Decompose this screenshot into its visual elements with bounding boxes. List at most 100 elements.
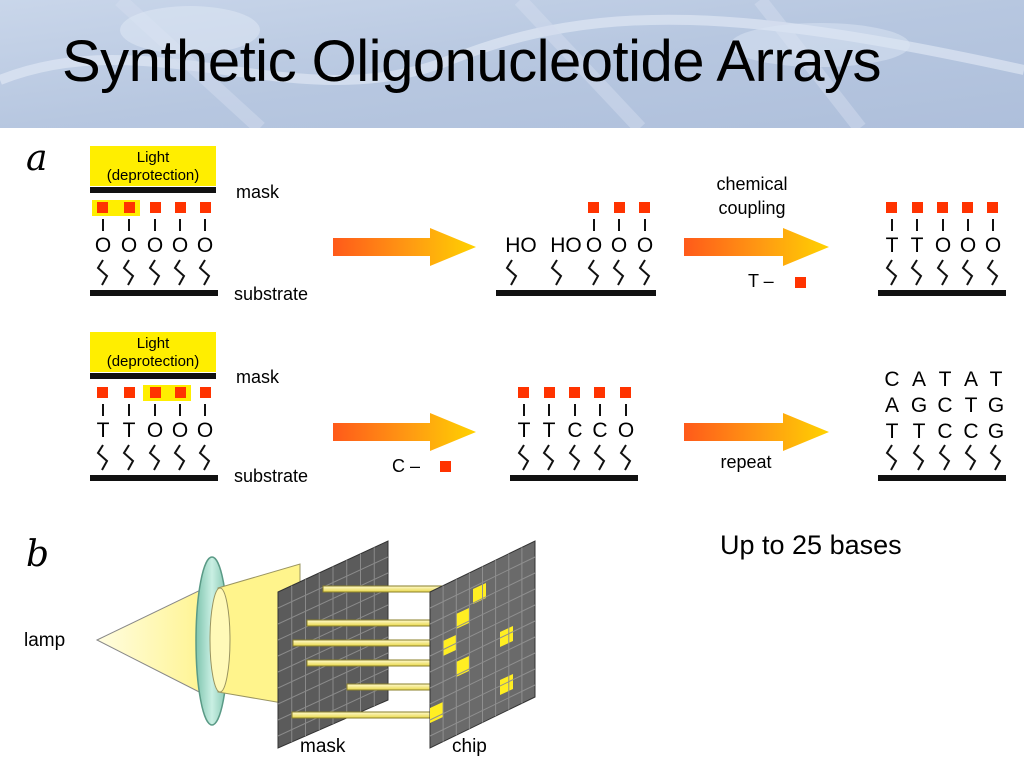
protecting-groups bbox=[97, 387, 211, 398]
linker-squiggles bbox=[505, 259, 651, 286]
chip-label: chip bbox=[452, 736, 487, 757]
lamp-apparatus: lamp bbox=[24, 556, 301, 726]
reagent-t-group bbox=[795, 277, 806, 288]
svg-text:T: T bbox=[518, 419, 531, 442]
coupling-label-line1: chemical bbox=[716, 174, 787, 194]
substrate-label: substrate bbox=[234, 466, 308, 486]
svg-text:A: A bbox=[912, 368, 926, 391]
protecting-groups bbox=[886, 202, 998, 213]
substrate-bar bbox=[90, 475, 218, 481]
svg-text:T: T bbox=[886, 420, 899, 443]
svg-text:A: A bbox=[885, 394, 899, 417]
svg-text:O: O bbox=[197, 419, 213, 442]
light-box bbox=[90, 146, 216, 186]
repeat-label: repeat bbox=[720, 452, 771, 472]
chip-grid-lines bbox=[429, 547, 536, 742]
oligonucleotide-diagram: a b Light (deprotection) mask O O O O O bbox=[24, 138, 1006, 757]
svg-text:A: A bbox=[964, 368, 978, 391]
lit-squares bbox=[430, 583, 513, 723]
svg-text:G: G bbox=[988, 420, 1004, 443]
lamp-label: lamp bbox=[24, 630, 65, 651]
light-box-line1: Light bbox=[137, 149, 170, 166]
row2-result: C A T A T A G C T G T T C C G bbox=[878, 368, 1006, 481]
svg-text:T: T bbox=[965, 394, 978, 417]
substrate-bar bbox=[878, 290, 1006, 296]
svg-text:G: G bbox=[988, 394, 1004, 417]
linker-ticks bbox=[102, 219, 206, 231]
svg-text:HO: HO bbox=[550, 234, 582, 257]
process-arrow bbox=[333, 228, 476, 266]
reagent-t: T – bbox=[748, 271, 774, 291]
svg-text:O: O bbox=[147, 419, 163, 442]
svg-text:C: C bbox=[567, 419, 582, 442]
mask-label: mask bbox=[300, 736, 346, 757]
header-background bbox=[0, 0, 1024, 128]
svg-text:C: C bbox=[592, 419, 607, 442]
panel-a-label: a bbox=[26, 138, 47, 179]
substrate-label: substrate bbox=[234, 284, 308, 304]
light-box-line2: (deprotection) bbox=[107, 167, 200, 184]
row1-step2: HO HO O O O bbox=[496, 202, 656, 296]
mask-label: mask bbox=[236, 367, 280, 387]
substrate-bar bbox=[90, 290, 218, 296]
substrate-bar bbox=[496, 290, 656, 296]
svg-text:C: C bbox=[937, 420, 952, 443]
linker-squiggles bbox=[885, 444, 1002, 471]
svg-text:O: O bbox=[985, 234, 1001, 257]
group-letters: T T C C O bbox=[518, 419, 635, 442]
panel-b-label: b bbox=[26, 534, 49, 575]
linker-ticks bbox=[523, 404, 627, 416]
row2-step2: T T C C O bbox=[510, 387, 638, 481]
svg-text:C: C bbox=[884, 368, 899, 391]
linker-squiggles bbox=[885, 259, 999, 286]
svg-text:G: G bbox=[911, 394, 927, 417]
svg-text:T: T bbox=[543, 419, 556, 442]
process-arrow bbox=[684, 413, 829, 451]
svg-text:T: T bbox=[990, 368, 1003, 391]
svg-text:O: O bbox=[618, 419, 634, 442]
svg-text:O: O bbox=[935, 234, 951, 257]
sequence-row-3: T T C C G bbox=[886, 420, 1005, 443]
linker-squiggles bbox=[96, 444, 211, 471]
light-box-line1: Light bbox=[137, 335, 170, 352]
protecting-groups bbox=[588, 202, 650, 213]
linker-ticks bbox=[891, 219, 994, 231]
svg-text:O: O bbox=[197, 234, 213, 257]
svg-text:T: T bbox=[97, 419, 110, 442]
svg-text:HO: HO bbox=[505, 234, 537, 257]
group-letters: O O O O O bbox=[95, 234, 213, 257]
linker-squiggles bbox=[517, 444, 632, 471]
mask-bar bbox=[90, 187, 216, 193]
sequence-row-1: C A T A T bbox=[884, 368, 1002, 391]
lens-front bbox=[209, 587, 231, 693]
row2-step1: Light (deprotection) mask T T O O O subs bbox=[90, 332, 308, 486]
svg-text:O: O bbox=[147, 234, 163, 257]
group-letters: T T O O O bbox=[886, 234, 1002, 257]
svg-text:O: O bbox=[95, 234, 111, 257]
svg-text:C: C bbox=[963, 420, 978, 443]
protecting-groups bbox=[518, 387, 631, 398]
svg-text:O: O bbox=[637, 234, 653, 257]
substrate-bar bbox=[510, 475, 638, 481]
process-arrow bbox=[333, 413, 476, 451]
reagent-c: C – bbox=[392, 456, 420, 476]
substrate-bar bbox=[878, 475, 1006, 481]
svg-text:O: O bbox=[586, 234, 602, 257]
svg-text:O: O bbox=[121, 234, 137, 257]
svg-text:T: T bbox=[123, 419, 136, 442]
svg-text:C: C bbox=[937, 394, 952, 417]
svg-text:O: O bbox=[611, 234, 627, 257]
group-letters: HO HO O O O bbox=[505, 234, 653, 257]
linker-ticks bbox=[102, 404, 206, 416]
light-box bbox=[90, 332, 216, 372]
light-box-line2: (deprotection) bbox=[107, 353, 200, 370]
svg-text:T: T bbox=[886, 234, 899, 257]
svg-text:T: T bbox=[911, 234, 924, 257]
svg-text:T: T bbox=[939, 368, 952, 391]
mask-bar bbox=[90, 373, 216, 379]
process-arrow bbox=[684, 228, 829, 266]
slide-title: Synthetic Oligonucleotide Arrays bbox=[62, 29, 882, 94]
bases-note: Up to 25 bases bbox=[720, 530, 902, 560]
svg-text:O: O bbox=[960, 234, 976, 257]
row1-step3: T T O O O bbox=[878, 202, 1006, 296]
